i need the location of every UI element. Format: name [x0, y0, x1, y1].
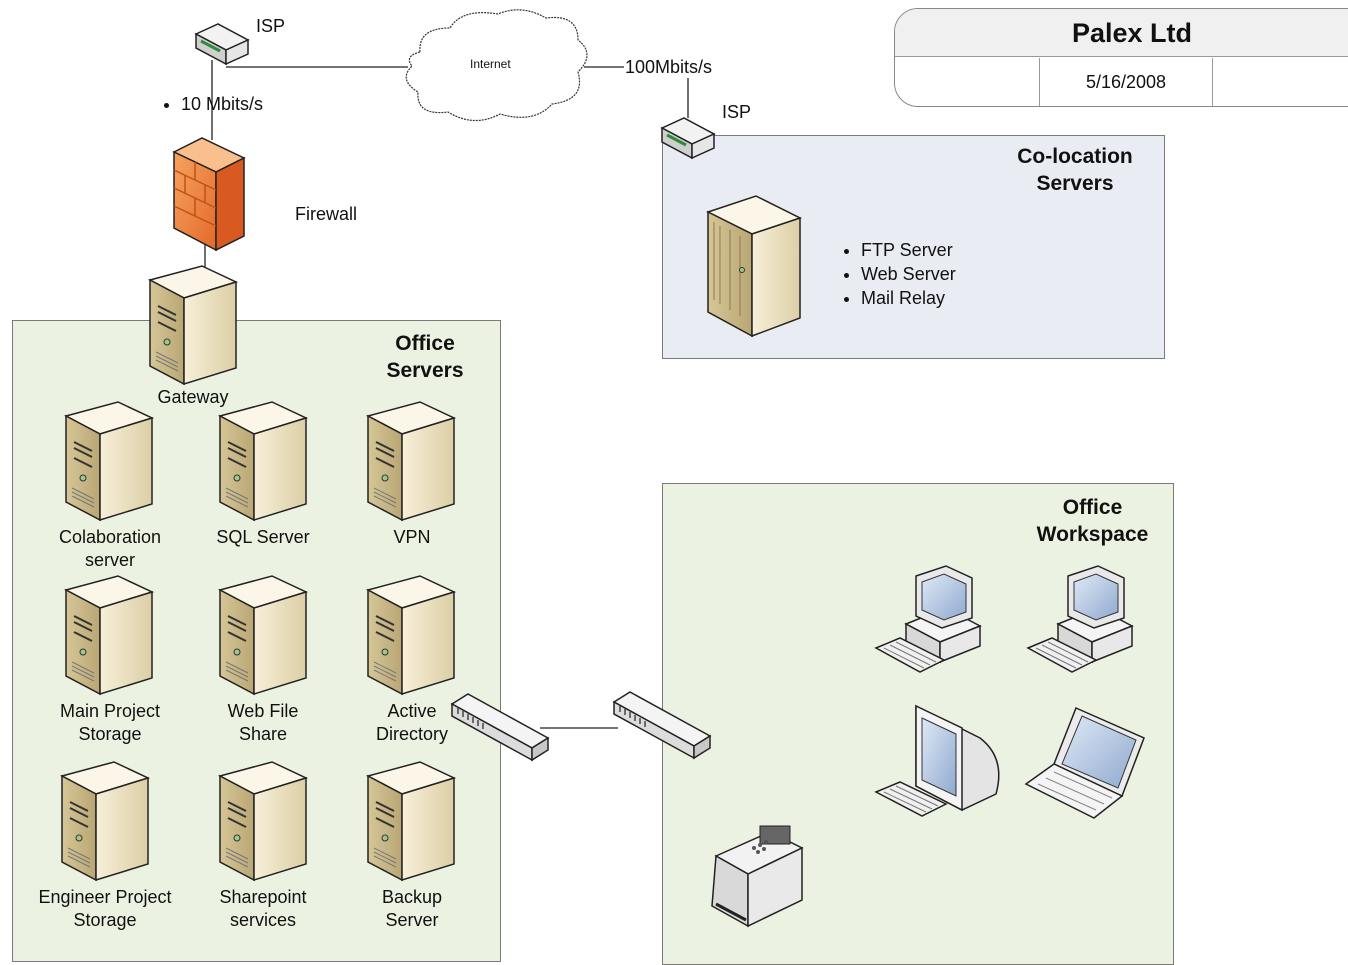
vpn-server-icon [367, 401, 455, 521]
office-servers-title-line1: Office [395, 332, 455, 355]
company-name: Palex Ltd [895, 9, 1348, 57]
server-label-line2: Directory [375, 724, 448, 744]
server-label-line1: Web File [227, 701, 299, 721]
firewall-icon [172, 137, 246, 252]
server-label: Engineer Project Storage [20, 886, 190, 932]
server-label-line1: Engineer Project [38, 887, 172, 907]
server-label: Web File Share [183, 700, 343, 746]
service-item: FTP Server [861, 238, 956, 262]
colocation-title: Co-location Servers [1000, 143, 1150, 197]
left-link-speed: 10 Mbits/s [181, 92, 263, 116]
crt-workstation-icon [875, 705, 1000, 817]
server-label-line1: Colaboration [58, 527, 162, 547]
server-label-line1: VPN [393, 527, 431, 547]
server-label-line2: server [84, 550, 135, 570]
server-label-line1: Main Project [59, 701, 161, 721]
active-directory-icon [367, 575, 455, 695]
desktop-computer-2-icon [1027, 565, 1133, 673]
fax-printer-icon [710, 824, 804, 928]
server-label-line2: Storage [78, 724, 142, 744]
workspace-title-line1: Office [1062, 496, 1123, 519]
internet-cloud-label: Internet [470, 57, 511, 71]
isp-right-label: ISP [722, 102, 752, 122]
backup-server-icon [367, 761, 455, 881]
sharepoint-services-icon [219, 761, 307, 881]
firewall-label: Firewall [295, 204, 358, 224]
connection-lines [204, 60, 689, 729]
gateway-server-icon [149, 265, 237, 385]
left-link-speed-list: 10 Mbits/s [155, 92, 263, 116]
colocation-server-icon [706, 195, 802, 338]
service-item: Mail Relay [861, 286, 956, 310]
server-label-line2: services [229, 910, 296, 930]
server-label-line2: Server [385, 910, 439, 930]
server-label-line1: Sharepoint [219, 887, 307, 907]
server-label: SQL Server [183, 526, 343, 549]
workspace-switch-icon [613, 691, 711, 759]
web-file-share-icon [219, 575, 307, 695]
main-project-storage-icon [65, 575, 153, 695]
colocation-title-line1: Co-location [1017, 145, 1133, 168]
server-label: Main Project Storage [30, 700, 190, 746]
network-diagram [61, 9, 1145, 928]
server-label-line1: Backup [381, 887, 443, 907]
server-label-line1: SQL Server [216, 527, 310, 547]
right-link-speed: 100Mbits/s [625, 57, 713, 77]
title-block: Palex Ltd 5/16/2008 [894, 8, 1348, 107]
server-label: Colaboration server [30, 526, 190, 572]
sql-server-icon [219, 401, 307, 521]
engineer-project-storage-icon [61, 761, 149, 881]
server-label: Sharepoint services [183, 886, 343, 932]
office-servers-title-line2: Servers [386, 359, 464, 382]
gateway-label: Gateway [157, 387, 229, 407]
title-cell-left [895, 58, 1040, 106]
service-item: Web Server [861, 262, 956, 286]
server-label: Backup Server [332, 886, 492, 932]
colocation-title-line2: Servers [1036, 172, 1114, 195]
colocation-services-list: FTP Server Web Server Mail Relay [835, 238, 956, 310]
server-label: VPN [332, 526, 492, 549]
isp-left-router-icon [194, 22, 250, 66]
internet-cloud-icon [405, 9, 588, 122]
server-label-line2: Storage [73, 910, 137, 930]
isp-left-label: ISP [256, 16, 286, 36]
laptop-icon [1025, 707, 1145, 819]
server-label: Active Directory [332, 700, 492, 746]
office-workspace-title: Office Workspace [1020, 494, 1165, 548]
desktop-computer-1-icon [875, 565, 981, 673]
isp-right-router-icon [660, 116, 716, 160]
workspace-title-line2: Workspace [1036, 523, 1149, 546]
server-label-line1: Active [387, 701, 437, 721]
server-label-line2: Share [238, 724, 288, 744]
colaboration-server-icon [65, 401, 153, 521]
title-date: 5/16/2008 [1040, 58, 1213, 106]
office-servers-title: Office Servers [370, 330, 480, 384]
